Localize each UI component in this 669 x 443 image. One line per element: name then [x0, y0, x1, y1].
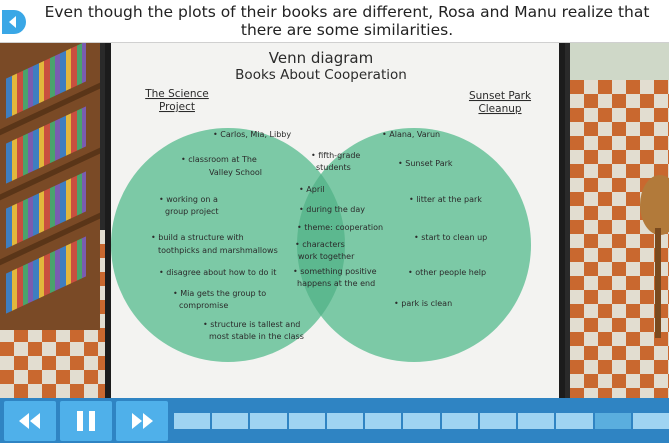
right-item: • litter at the park [409, 195, 482, 204]
diagram-title-line1: Venn diagram [269, 49, 373, 67]
progress-segment[interactable] [403, 413, 440, 429]
speaker-icon [9, 16, 16, 28]
left-item: • build a structure with [151, 233, 244, 242]
left-item: • working on a [159, 195, 218, 204]
right-item: • other people help [408, 268, 486, 277]
right-items: • Alana, Varun • Sunset Park • litter at… [382, 130, 487, 308]
venn-diagram: Venn diagram Books About Cooperation The… [111, 49, 532, 362]
center-item: • fifth-grade [311, 151, 360, 160]
progress-segment[interactable] [212, 413, 249, 429]
audio-button[interactable] [2, 10, 26, 34]
left-circle-label-line2: Project [159, 101, 195, 113]
chair-leg [655, 228, 661, 338]
fast-forward-icon [132, 413, 153, 429]
progress-segment[interactable] [556, 413, 593, 429]
center-item: • characters [295, 240, 345, 249]
left-items: • Carlos, Mia, Libby • classroom at The … [151, 130, 304, 341]
right-item: • Alana, Varun [382, 130, 440, 139]
center-item: • during the day [299, 205, 365, 214]
bookshelf [0, 40, 100, 330]
left-item: • classroom at The [181, 155, 257, 164]
center-item: work together [298, 252, 355, 261]
progress-segment[interactable] [174, 413, 211, 429]
right-item: • start to clean up [414, 233, 487, 242]
right-circle-label-line1: Sunset Park [469, 90, 532, 102]
rewind-button[interactable] [4, 401, 56, 441]
books [6, 236, 86, 314]
center-item: • theme: cooperation [297, 223, 383, 232]
venn-circle-right [297, 128, 531, 362]
background-scene: Venn diagram Books About Cooperation The… [0, 40, 669, 398]
progress-segment[interactable] [594, 413, 631, 429]
center-item: students [316, 163, 351, 172]
progress-segment[interactable] [632, 413, 669, 429]
right-item: • Sunset Park [398, 159, 453, 168]
rewind-icon [19, 413, 40, 429]
playback-controls [0, 398, 669, 443]
venn-circle-left [111, 128, 345, 362]
progress-bar[interactable] [174, 413, 669, 429]
left-item: • Carlos, Mia, Libby [213, 130, 291, 139]
caption-text: Even though the plots of their books are… [44, 3, 650, 39]
fast-forward-button[interactable] [116, 401, 168, 441]
left-item: toothpicks and marshmallows [158, 246, 278, 255]
progress-segment[interactable] [518, 413, 555, 429]
whiteboard: Venn diagram Books About Cooperation The… [105, 42, 565, 398]
left-item: Valley School [209, 168, 262, 177]
center-item: • April [299, 185, 325, 194]
progress-segment[interactable] [326, 413, 364, 429]
left-circle-label-line1: The Science [144, 88, 209, 100]
left-item: group project [165, 207, 219, 216]
progress-segment[interactable] [365, 413, 402, 429]
center-item: • something positive [293, 267, 377, 276]
caption-bar: Even though the plots of their books are… [0, 0, 669, 43]
left-item: • disagree about how to do it [159, 268, 276, 277]
diagram-title-line2: Books About Cooperation [235, 67, 407, 83]
progress-segment[interactable] [441, 413, 478, 429]
left-item: most stable in the class [209, 332, 304, 341]
pause-icon [77, 411, 95, 431]
progress-segment[interactable] [479, 413, 517, 429]
progress-segment[interactable] [288, 413, 325, 429]
left-item: • Mia gets the group to [173, 289, 266, 298]
right-item: • park is clean [394, 299, 452, 308]
left-item: compromise [179, 301, 228, 310]
chair [640, 175, 669, 235]
pause-button[interactable] [60, 401, 112, 441]
center-item: happens at the end [297, 279, 375, 288]
center-items: • fifth-grade students • April • during … [293, 151, 383, 288]
left-item: • structure is tallest and [203, 320, 300, 329]
right-circle-label-line2: Cleanup [478, 103, 521, 115]
floor-right [570, 80, 669, 398]
progress-segment[interactable] [250, 413, 287, 429]
